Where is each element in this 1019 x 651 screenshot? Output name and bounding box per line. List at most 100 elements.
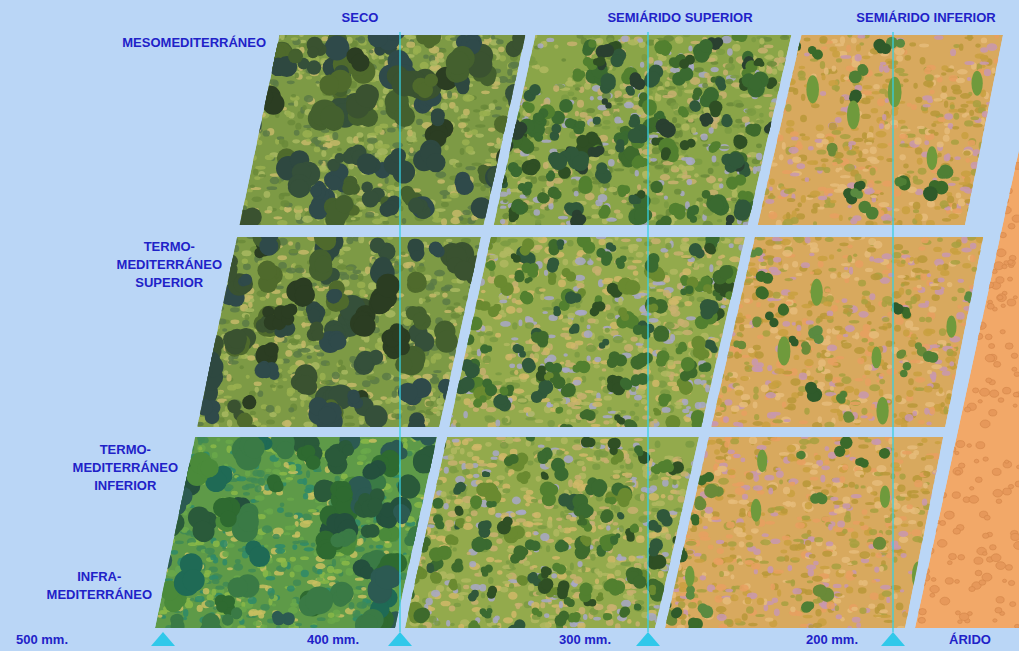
vegetation-blob — [714, 37, 724, 47]
ground-mottle — [614, 116, 621, 123]
ground-mottle — [503, 133, 513, 140]
ground-mottle — [760, 161, 770, 165]
ground-mottle — [678, 130, 682, 138]
ground-mottle — [783, 35, 787, 38]
ground-mottle — [258, 174, 266, 177]
ground-mottle — [492, 183, 500, 190]
ground-mottle — [586, 216, 592, 219]
ground-mottle — [491, 86, 498, 89]
ground-mottle — [266, 34, 274, 39]
ground-mottle — [250, 132, 255, 140]
ground-mottle — [731, 198, 737, 201]
ground-mottle — [287, 80, 295, 84]
ground-mottle — [504, 115, 515, 118]
ground-mottle — [495, 173, 501, 177]
ground-mottle — [739, 94, 750, 98]
ground-mottle — [369, 50, 374, 54]
ground-mottle — [481, 90, 490, 94]
ground-mottle — [758, 48, 768, 54]
vegetation-blob — [383, 204, 395, 216]
ground-mottle — [603, 120, 611, 124]
ground-mottle — [253, 169, 258, 176]
ground-mottle — [379, 217, 387, 221]
ground-mottle — [527, 45, 533, 51]
ground-mottle — [444, 145, 448, 150]
ground-mottle — [515, 81, 525, 85]
ground-mottle — [475, 124, 485, 127]
ground-mottle — [459, 118, 470, 121]
ground-mottle — [280, 33, 285, 40]
vegetation-blob — [610, 54, 623, 67]
ground-mottle — [506, 114, 516, 118]
ground-mottle — [764, 44, 774, 48]
ground-mottle — [330, 140, 341, 146]
ground-mottle — [482, 32, 490, 39]
ground-mottle — [681, 123, 689, 130]
ground-mottle — [568, 91, 575, 96]
ground-mottle — [643, 180, 651, 184]
ground-mottle — [240, 178, 247, 183]
ground-mottle — [614, 209, 621, 213]
vegetation-blob — [727, 178, 738, 189]
ground-mottle — [774, 87, 779, 92]
ground-mottle — [310, 143, 315, 146]
ground-mottle — [509, 112, 520, 116]
ground-mottle — [499, 110, 503, 113]
ground-mottle — [281, 193, 291, 196]
ground-mottle — [725, 127, 732, 134]
ground-mottle — [487, 217, 493, 221]
ground-mottle — [498, 191, 508, 196]
vegetation-blob — [408, 198, 424, 214]
vegetation-blob — [332, 26, 343, 37]
ground-mottle — [489, 189, 495, 194]
ground-mottle — [681, 165, 686, 172]
ground-mottle — [572, 97, 577, 100]
vegetation-blob — [242, 81, 258, 97]
ground-mottle — [381, 144, 390, 149]
ground-mottle — [250, 123, 257, 127]
ground-mottle — [712, 155, 717, 162]
ground-mottle — [501, 78, 511, 84]
vegetation-blob — [248, 86, 262, 100]
ground-mottle — [687, 179, 692, 185]
ground-mottle — [591, 214, 599, 218]
vegetation-blob — [495, 117, 505, 127]
ground-mottle — [264, 46, 275, 52]
ground-mottle — [441, 218, 447, 225]
vegetation-blob — [484, 75, 496, 87]
vegetation-blob — [516, 66, 524, 74]
ground-mottle — [474, 183, 482, 187]
ground-mottle — [759, 38, 764, 44]
ground-mottle — [486, 216, 496, 221]
ground-mottle — [261, 54, 271, 62]
ground-mottle — [500, 159, 506, 166]
ground-mottle — [642, 54, 648, 61]
ground-mottle — [606, 35, 614, 43]
vegetation-blob — [565, 118, 575, 128]
ground-mottle — [503, 199, 508, 203]
vegetation-blob — [333, 25, 344, 36]
ground-mottle — [703, 221, 713, 229]
vegetation-blob — [485, 166, 508, 189]
ground-mottle — [241, 83, 247, 87]
ground-mottle — [454, 106, 459, 113]
ground-mottle — [503, 65, 507, 71]
ground-mottle — [515, 87, 521, 93]
ground-mottle — [665, 81, 670, 87]
ground-mottle — [280, 200, 289, 207]
ground-mottle — [264, 191, 271, 198]
ground-mottle — [465, 166, 475, 170]
vegetation-blob — [335, 195, 353, 213]
ground-mottle — [241, 140, 246, 145]
ground-mottle — [743, 222, 754, 226]
ground-mottle — [499, 205, 506, 208]
vegetation-blob — [307, 47, 319, 59]
ground-mottle — [664, 196, 668, 200]
ground-mottle — [498, 47, 504, 53]
vegetation-blob — [576, 135, 589, 148]
ground-mottle — [718, 178, 723, 182]
ground-mottle — [430, 60, 437, 66]
ground-mottle — [402, 218, 407, 224]
ground-mottle — [674, 178, 683, 181]
ground-mottle — [727, 48, 733, 56]
